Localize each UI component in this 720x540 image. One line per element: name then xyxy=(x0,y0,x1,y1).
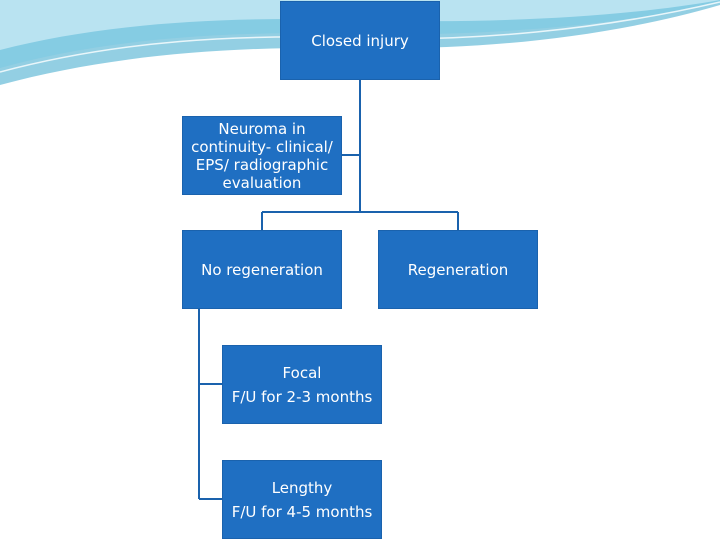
node-neuroma-line-1: Neuroma in xyxy=(218,119,306,138)
node-lengthy: Lengthy F/U for 4-5 months xyxy=(222,460,382,539)
node-regeneration-label: Regeneration xyxy=(407,260,509,279)
node-neuroma: Neuroma in continuity- clinical/ EPS/ ra… xyxy=(182,116,342,195)
node-no-regeneration-label: No regeneration xyxy=(201,260,323,279)
node-closed-injury-label: Closed injury xyxy=(311,31,409,50)
node-neuroma-line-3: EPS/ radiographic xyxy=(195,155,329,174)
node-regeneration: Regeneration xyxy=(378,230,538,309)
node-closed-injury: Closed injury xyxy=(280,1,440,80)
node-focal-detail: F/U for 2-3 months xyxy=(231,387,373,406)
node-focal: Focal F/U for 2-3 months xyxy=(222,345,382,424)
node-focal-title: Focal xyxy=(282,363,322,382)
node-no-regeneration: No regeneration xyxy=(182,230,342,309)
node-neuroma-line-4: evaluation xyxy=(222,173,302,192)
node-lengthy-detail: F/U for 4-5 months xyxy=(231,502,373,521)
node-lengthy-title: Lengthy xyxy=(271,478,333,497)
wave-light xyxy=(0,0,720,50)
node-neuroma-line-2: continuity- clinical/ xyxy=(191,137,333,156)
